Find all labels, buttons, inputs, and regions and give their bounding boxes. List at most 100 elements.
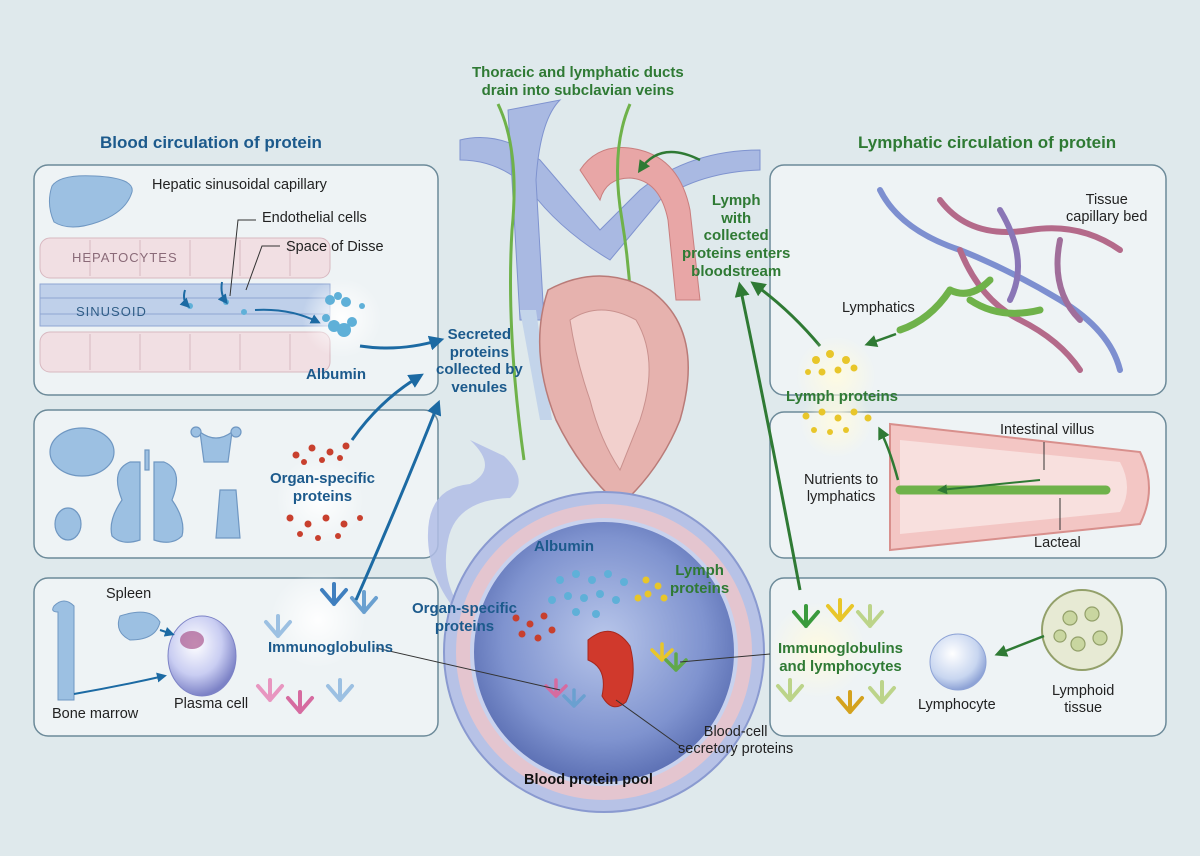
- albumin-molecules: [187, 292, 365, 337]
- organ-specific-label: Organ-specific proteins: [270, 470, 375, 505]
- spleen-label: Spleen: [106, 586, 152, 602]
- arrow-ig-to-bloodstream: [734, 281, 802, 591]
- ig-lymph-glow: [770, 602, 866, 698]
- intestinal-villus-label: Intestinal villus: [1000, 422, 1095, 438]
- sinusoid-label: SINUSOID: [76, 304, 147, 319]
- ducts-heading: Thoracic and lymphatic ducts drain into …: [472, 64, 684, 99]
- nutrients-line1: Nutrients to: [804, 472, 879, 488]
- ig-leader-left: [375, 647, 561, 691]
- organ-icons: [49, 426, 242, 543]
- venule-neck: [427, 440, 519, 620]
- lung-right-icon: [153, 461, 184, 543]
- lymphoid-line1: Lymphoid: [1052, 683, 1115, 699]
- hepatocyte-row-top: [39, 237, 331, 279]
- blood-cell-leader: [615, 699, 681, 747]
- organ-specific-line1: Organ-specific: [270, 470, 376, 487]
- lymphatic-vessels: [896, 276, 1044, 334]
- arrow-lymph-to-bloodstream: [750, 281, 822, 347]
- secreted-line3: collected by: [436, 361, 523, 379]
- blood-cell-line2: secretory proteins: [678, 741, 794, 758]
- pool-albumin-label: Albumin: [534, 538, 594, 555]
- pool-organ-line1: Organ-specific: [412, 600, 518, 617]
- arrow-organ-to-venules: [350, 373, 424, 441]
- uterus-icon: [199, 430, 233, 463]
- bone-icon: [52, 600, 75, 701]
- albumin-label: Albumin: [306, 366, 366, 383]
- pool-albumin-molecules: [548, 570, 628, 618]
- pool-lymph-label: Lymph proteins: [670, 562, 729, 597]
- blood-protein-pool-label: Blood protein pool: [524, 772, 653, 788]
- pool-lymph-molecules: [634, 576, 668, 602]
- lacteal-label: Lacteal: [1034, 535, 1081, 551]
- lymph-enters-line5: bloodstream: [691, 262, 782, 280]
- pool-organ-molecules: [512, 612, 556, 642]
- hepatocytes-label: HEPATOCYTES: [72, 250, 178, 265]
- blood-cell-label: Blood-cell secretory proteins: [678, 724, 793, 758]
- ig-lymphocytes-line1: Immunoglobulins: [778, 640, 903, 657]
- tissue-label: Tissue capillary bed: [1066, 192, 1147, 226]
- disse-label: Space of Disse: [286, 239, 384, 255]
- organ-specific-molecules: [286, 442, 363, 541]
- lymphoid-label: Lymphoid tissue: [1052, 683, 1114, 717]
- lymphocyte-label: Lymphocyte: [918, 697, 996, 713]
- secreted-proteins-label: Secreted proteins collected by venules: [436, 326, 523, 397]
- ducts-heading-line1: Thoracic and lymphatic ducts: [472, 64, 684, 81]
- capillary-bed: [877, 187, 1123, 373]
- prostate-icon: [215, 489, 241, 539]
- blood-cell-line1: Blood-cell: [703, 724, 768, 740]
- endothelial-leader: [229, 219, 256, 297]
- secreted-line1: Secreted: [447, 326, 512, 343]
- pool-organ-line2: proteins: [434, 617, 495, 635]
- arrow-albumin-to-venules: [359, 335, 445, 351]
- immunoglobulins-label: Immunoglobulins: [268, 639, 393, 656]
- secreted-line4: venules: [451, 379, 508, 397]
- ducts-heading-line2: drain into subclavian veins: [481, 81, 675, 99]
- lymph-glow-bottom: [800, 386, 872, 458]
- secreted-line2: proteins: [449, 343, 509, 361]
- plasma-cell-label: Plasma cell: [174, 696, 249, 712]
- brain-icon: [49, 427, 115, 477]
- kidney-icon: [54, 507, 82, 541]
- pool-lymph-line2: proteins: [670, 579, 730, 597]
- albumin-glow: [302, 278, 382, 358]
- lymph-enters-line2: with: [721, 209, 752, 227]
- ig-lymphocytes-line2: and lymphocytes: [779, 657, 902, 675]
- lymphatic-circulation-heading: Lymphatic circulation of protein: [858, 133, 1117, 152]
- lymph-enters-line4: proteins enters: [682, 245, 791, 263]
- disse-leader: [245, 245, 280, 291]
- blood-circulation-heading: Blood circulation of protein: [100, 133, 322, 152]
- lymph-enters-line3: collected: [703, 227, 769, 245]
- arrow-ig-to-venules: [354, 399, 442, 601]
- plasma-cell: [167, 615, 237, 697]
- lymphoid-tissue-detail: [1053, 606, 1108, 652]
- endothelial-label: Endothelial cells: [262, 210, 367, 226]
- lymph-enters-line1: Lymph: [711, 192, 761, 209]
- lymphocyte-cell: [929, 633, 987, 691]
- lymph-molecules-bottom: [802, 408, 872, 435]
- heart-chambers: [569, 309, 650, 472]
- liver-icon: [48, 175, 133, 228]
- lymph-enters-label: Lymph with collected proteins enters blo…: [682, 192, 790, 280]
- immunoglobulin-molecules: [256, 582, 378, 714]
- lymph-immunoglobulins: [776, 598, 896, 714]
- nutrients-line2: lymphatics: [806, 489, 876, 506]
- pool-lymph-line1: Lymph: [675, 562, 724, 579]
- lymphoid-tissue: [1041, 589, 1123, 671]
- tissue-line1: Tissue: [1085, 192, 1128, 208]
- ig-lymphocytes-label: Immunoglobulins and lymphocytes: [778, 640, 903, 675]
- tissue-line2: capillary bed: [1066, 209, 1148, 226]
- red-blood-cell: [587, 630, 634, 708]
- lymphoid-line2: tissue: [1064, 700, 1103, 717]
- lung-left-icon: [110, 461, 141, 543]
- lymph-molecules-top: [805, 350, 858, 376]
- pool-organ-label: Organ-specific proteins: [412, 600, 517, 635]
- hepatocyte-row-bottom: [39, 331, 331, 373]
- hepatic-label: Hepatic sinusoidal capillary: [152, 177, 327, 193]
- spleen-icon: [117, 611, 161, 641]
- ig-leader-right: [679, 653, 771, 663]
- lymphatics-label: Lymphatics: [842, 300, 915, 316]
- bone-marrow-label: Bone marrow: [52, 706, 139, 722]
- organ-specific-line2: proteins: [292, 487, 353, 505]
- nutrients-label: Nutrients to lymphatics: [804, 472, 878, 506]
